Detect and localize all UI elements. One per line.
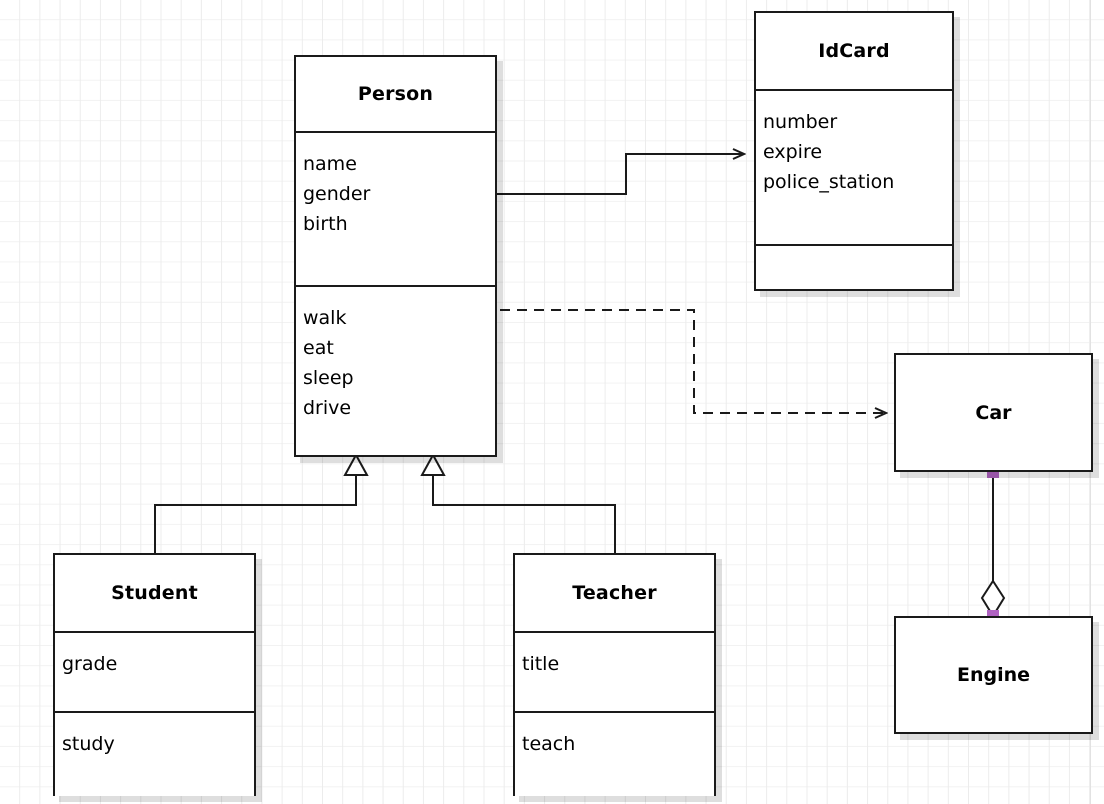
class-box-car[interactable]: Car (894, 353, 1093, 472)
method-item: eat (303, 337, 334, 359)
class-name-person: Person (296, 57, 495, 131)
class-name-teacher: Teacher (515, 555, 714, 631)
method-item: sleep (303, 367, 354, 389)
class-box-person[interactable]: Person name gender birth walk eat sleep … (294, 55, 497, 457)
class-name-car: Car (975, 401, 1012, 424)
connector-person-car[interactable] (500, 309, 886, 413)
methods-idcard-empty (756, 244, 952, 289)
attributes-teacher: title (515, 631, 714, 711)
attribute-item: birth (303, 213, 348, 235)
generalization-triangle-student (343, 452, 369, 476)
methods-student: study (55, 711, 254, 796)
method-item: walk (303, 307, 347, 329)
class-name-idcard: IdCard (756, 13, 952, 89)
class-name-student: Student (55, 555, 254, 631)
attribute-item: grade (62, 653, 118, 675)
attributes-student: grade (55, 631, 254, 711)
attributes-person: name gender birth (296, 131, 495, 285)
attributes-idcard: number expire police_station (756, 89, 952, 244)
method-item: teach (522, 733, 576, 755)
class-name-engine: Engine (956, 664, 1031, 686)
method-item: drive (303, 397, 352, 419)
class-box-engine[interactable]: Engine (894, 616, 1093, 734)
connector-student-person[interactable] (154, 452, 369, 553)
method-item: study (62, 733, 115, 755)
attribute-item: name (303, 153, 357, 175)
generalization-triangle-teacher (420, 452, 446, 476)
attribute-item: number (763, 111, 838, 133)
attribute-item: police_station (763, 171, 895, 193)
attribute-item: title (522, 653, 560, 675)
methods-teacher: teach (515, 711, 714, 796)
attribute-item: expire (763, 141, 823, 163)
class-box-teacher[interactable]: Teacher title teach (513, 553, 716, 796)
class-box-idcard[interactable]: IdCard number expire police_station (754, 11, 954, 291)
class-box-student[interactable]: Student grade study (53, 553, 256, 796)
methods-person: walk eat sleep drive (296, 285, 495, 455)
connector-teacher-person[interactable] (420, 452, 616, 553)
attribute-item: gender (303, 183, 371, 205)
connector-car-engine[interactable] (980, 472, 1006, 618)
connector-person-idcard[interactable] (497, 154, 744, 195)
